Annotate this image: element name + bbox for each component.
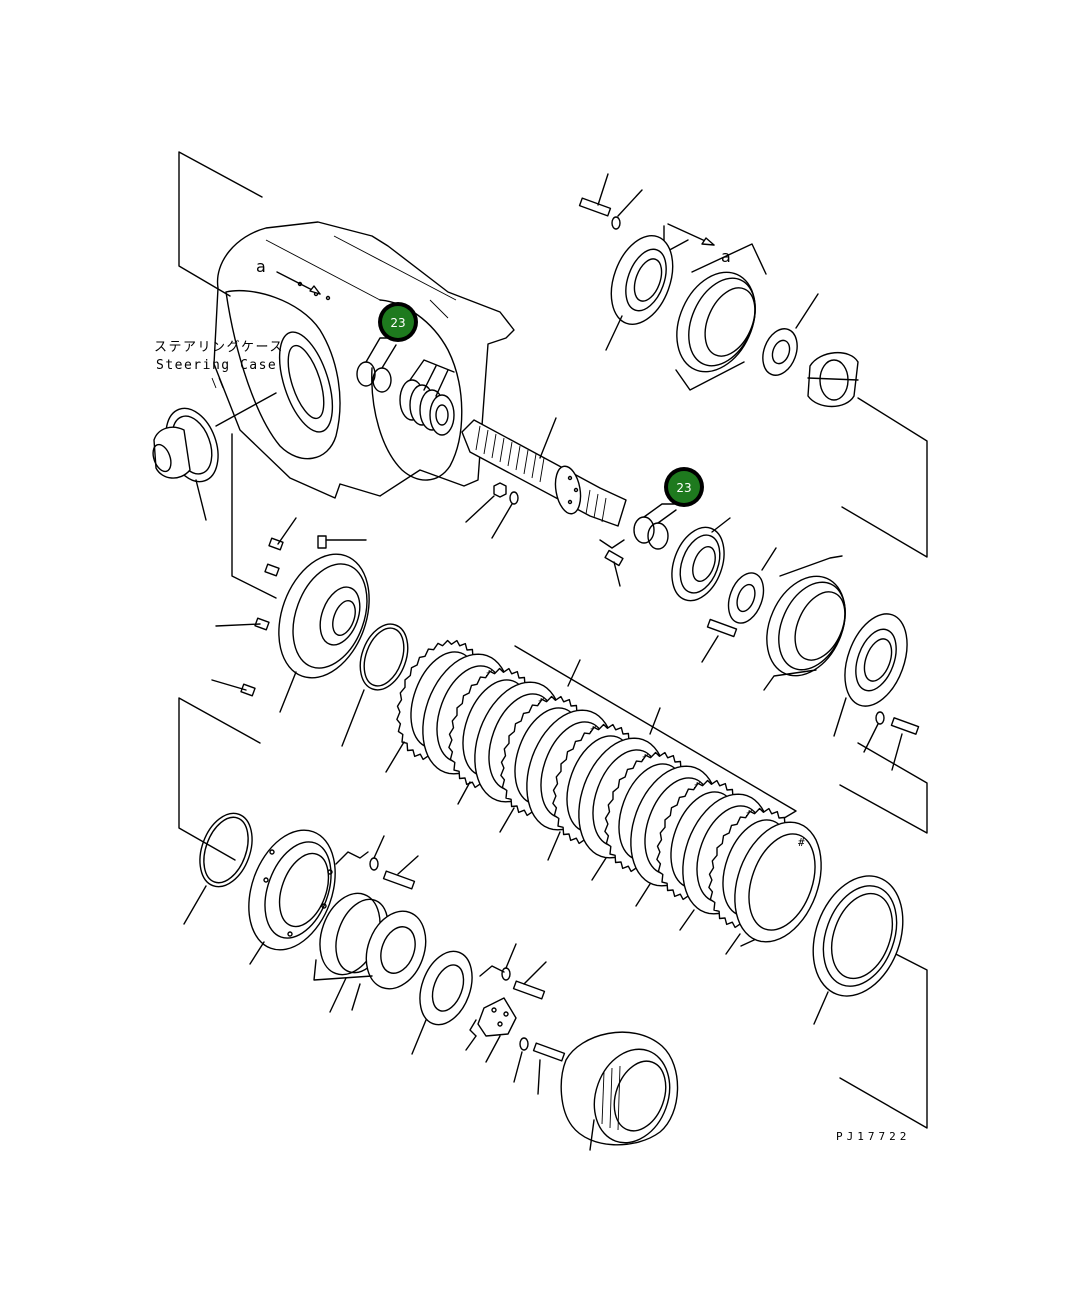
brake-housing: [248, 829, 419, 965]
o-ring-upper: [341, 623, 409, 747]
leader-line: [567, 659, 581, 687]
shim-set-mid-right: [763, 555, 846, 691]
callout-23-b[interactable]: 23: [664, 467, 704, 507]
coupling-flange: [152, 392, 277, 521]
steering-case: a: [213, 221, 515, 499]
callout-23-a[interactable]: 23: [378, 302, 418, 342]
callout-number: 23: [676, 481, 691, 495]
bearing-carrier-lower: [411, 943, 547, 1055]
leader-line: [385, 741, 405, 773]
shaft-nut: [465, 482, 519, 539]
seal-rings-left: [356, 337, 397, 393]
clutch-disc: #: [734, 821, 822, 943]
leader-line: [635, 883, 651, 907]
clutch-disc-pack: #######: [385, 639, 822, 955]
drawing-code: PJ17722: [836, 1130, 910, 1143]
leader-line: [591, 857, 607, 881]
clutch-hub: [211, 517, 370, 713]
steering-case-label: ステアリングケース Steering Case: [154, 340, 284, 389]
piston-plates: [313, 892, 427, 1013]
seal-rings-right: [633, 503, 677, 550]
leader-line: [649, 707, 661, 735]
o-ring-lower: [183, 812, 253, 925]
bearing-stack-left: [399, 359, 455, 436]
grid-mark: #: [798, 836, 805, 849]
bearing-retainer-upper: a: [578, 173, 731, 351]
cone-cage-upper: [807, 351, 859, 408]
steering-shaft: [461, 417, 627, 527]
small-bolt-shaft: [599, 539, 625, 587]
callout-number: 23: [390, 316, 405, 330]
cover-mid-right: [833, 613, 920, 771]
leader-line: [725, 933, 741, 955]
ring-gear: [812, 875, 904, 1025]
leader-line: [547, 831, 561, 861]
shim-set-upper: [675, 243, 767, 391]
leader-line: [679, 909, 695, 931]
bearing-upper: [762, 293, 819, 376]
steering-case-label-en: Steering Case: [156, 358, 277, 373]
retainer-plate: [465, 997, 566, 1095]
leader-line: [457, 781, 471, 805]
leader-line: [499, 807, 515, 833]
ref-marker-a: a: [256, 257, 266, 276]
brake-drum: [560, 1031, 679, 1151]
bearing-mid-right: [671, 517, 777, 663]
steering-case-label-jp: ステアリングケース: [154, 340, 284, 355]
